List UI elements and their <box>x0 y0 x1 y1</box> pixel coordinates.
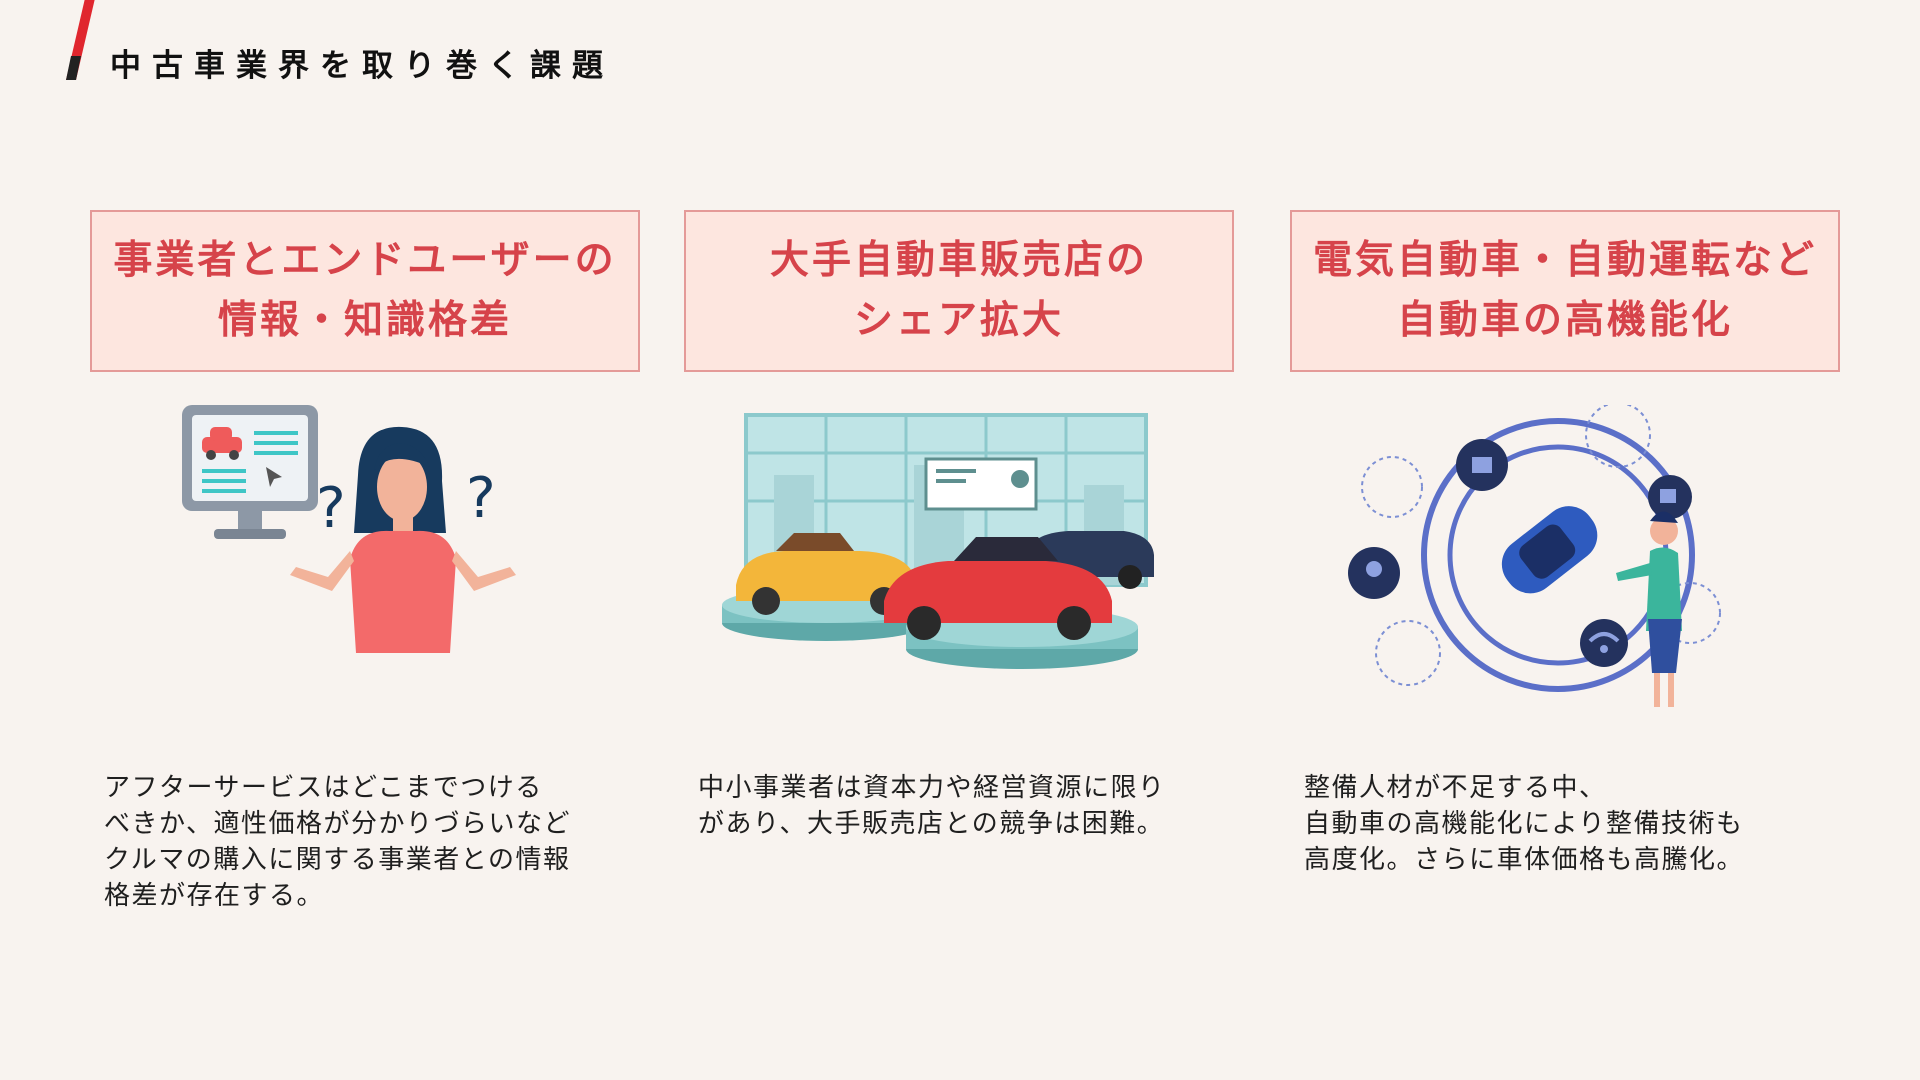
card-description: 中小事業者は資本力や経営資源に限り があり、大手販売店との競争は困難。 <box>698 770 1238 842</box>
description-line: 自動車の高機能化により整備技術も <box>1304 809 1744 839</box>
card-heading: 大手自動車販売店の シェア拡大 <box>684 210 1234 372</box>
issue-card-advanced-vehicles: 電気自動車・自動運転など 自動車の高機能化 <box>1290 210 1840 875</box>
yellow-car-icon <box>736 533 916 615</box>
issue-card-information-gap: 事業者とエンドユーザーの 情報・知識格差 ? ? <box>90 210 640 911</box>
page-title: 中古車業界を取り巻く課題 <box>110 48 614 84</box>
issue-card-dealer-share: 大手自動車販売店の シェア拡大 <box>684 210 1234 839</box>
description-line: があり、大手販売店との競争は困難。 <box>698 809 1165 839</box>
card-heading: 電気自動車・自動運転など 自動車の高機能化 <box>1290 210 1840 372</box>
description-line: 中小事業者は資本力や経営資源に限り <box>698 773 1166 803</box>
question-mark-icon: ? <box>466 466 496 531</box>
monitor-icon <box>182 405 318 539</box>
card-heading-line: 情報・知識格差 <box>217 298 512 343</box>
car-dealership-showroom-illustration <box>722 413 1154 669</box>
woman-figure <box>290 426 516 653</box>
card-heading-line: シェア拡大 <box>853 298 1064 343</box>
description-line: クルマの購入に関する事業者との情報 <box>104 845 571 875</box>
confused-woman-with-computer-illustration: ? ? <box>182 405 516 653</box>
red-car-icon <box>884 537 1112 640</box>
blue-car-icon <box>1501 506 1598 594</box>
title-accent-slash <box>66 0 95 80</box>
wifi-icon <box>1580 619 1628 667</box>
description-line: 整備人材が不足する中、 <box>1304 773 1607 803</box>
card-heading: 事業者とエンドユーザーの 情報・知識格差 <box>90 210 640 372</box>
description-line: べきか、適性価格が分かりづらいなど <box>104 809 571 839</box>
card-heading-line: 事業者とエンドユーザーの <box>113 238 617 283</box>
connected-car-technology-illustration <box>1348 405 1721 707</box>
card-description: アフターサービスはどこまでつける べきか、適性価格が分かりづらいなど クルマの購… <box>104 770 644 914</box>
card-heading-line: 大手自動車販売店の <box>769 238 1148 283</box>
woman-technician-figure <box>1616 511 1682 707</box>
card-heading-line: 電気自動車・自動運転など <box>1312 238 1817 283</box>
card-heading-line: 自動車の高機能化 <box>1396 298 1733 343</box>
description-line: アフターサービスはどこまでつける <box>104 773 543 803</box>
card-description: 整備人材が不足する中、 自動車の高機能化により整備技術も 高度化。さらに車体価格… <box>1304 770 1844 878</box>
description-line: 高度化。さらに車体価格も高騰化。 <box>1304 845 1745 875</box>
question-mark-icon: ? <box>316 476 346 541</box>
description-line: 格差が存在する。 <box>104 881 325 911</box>
